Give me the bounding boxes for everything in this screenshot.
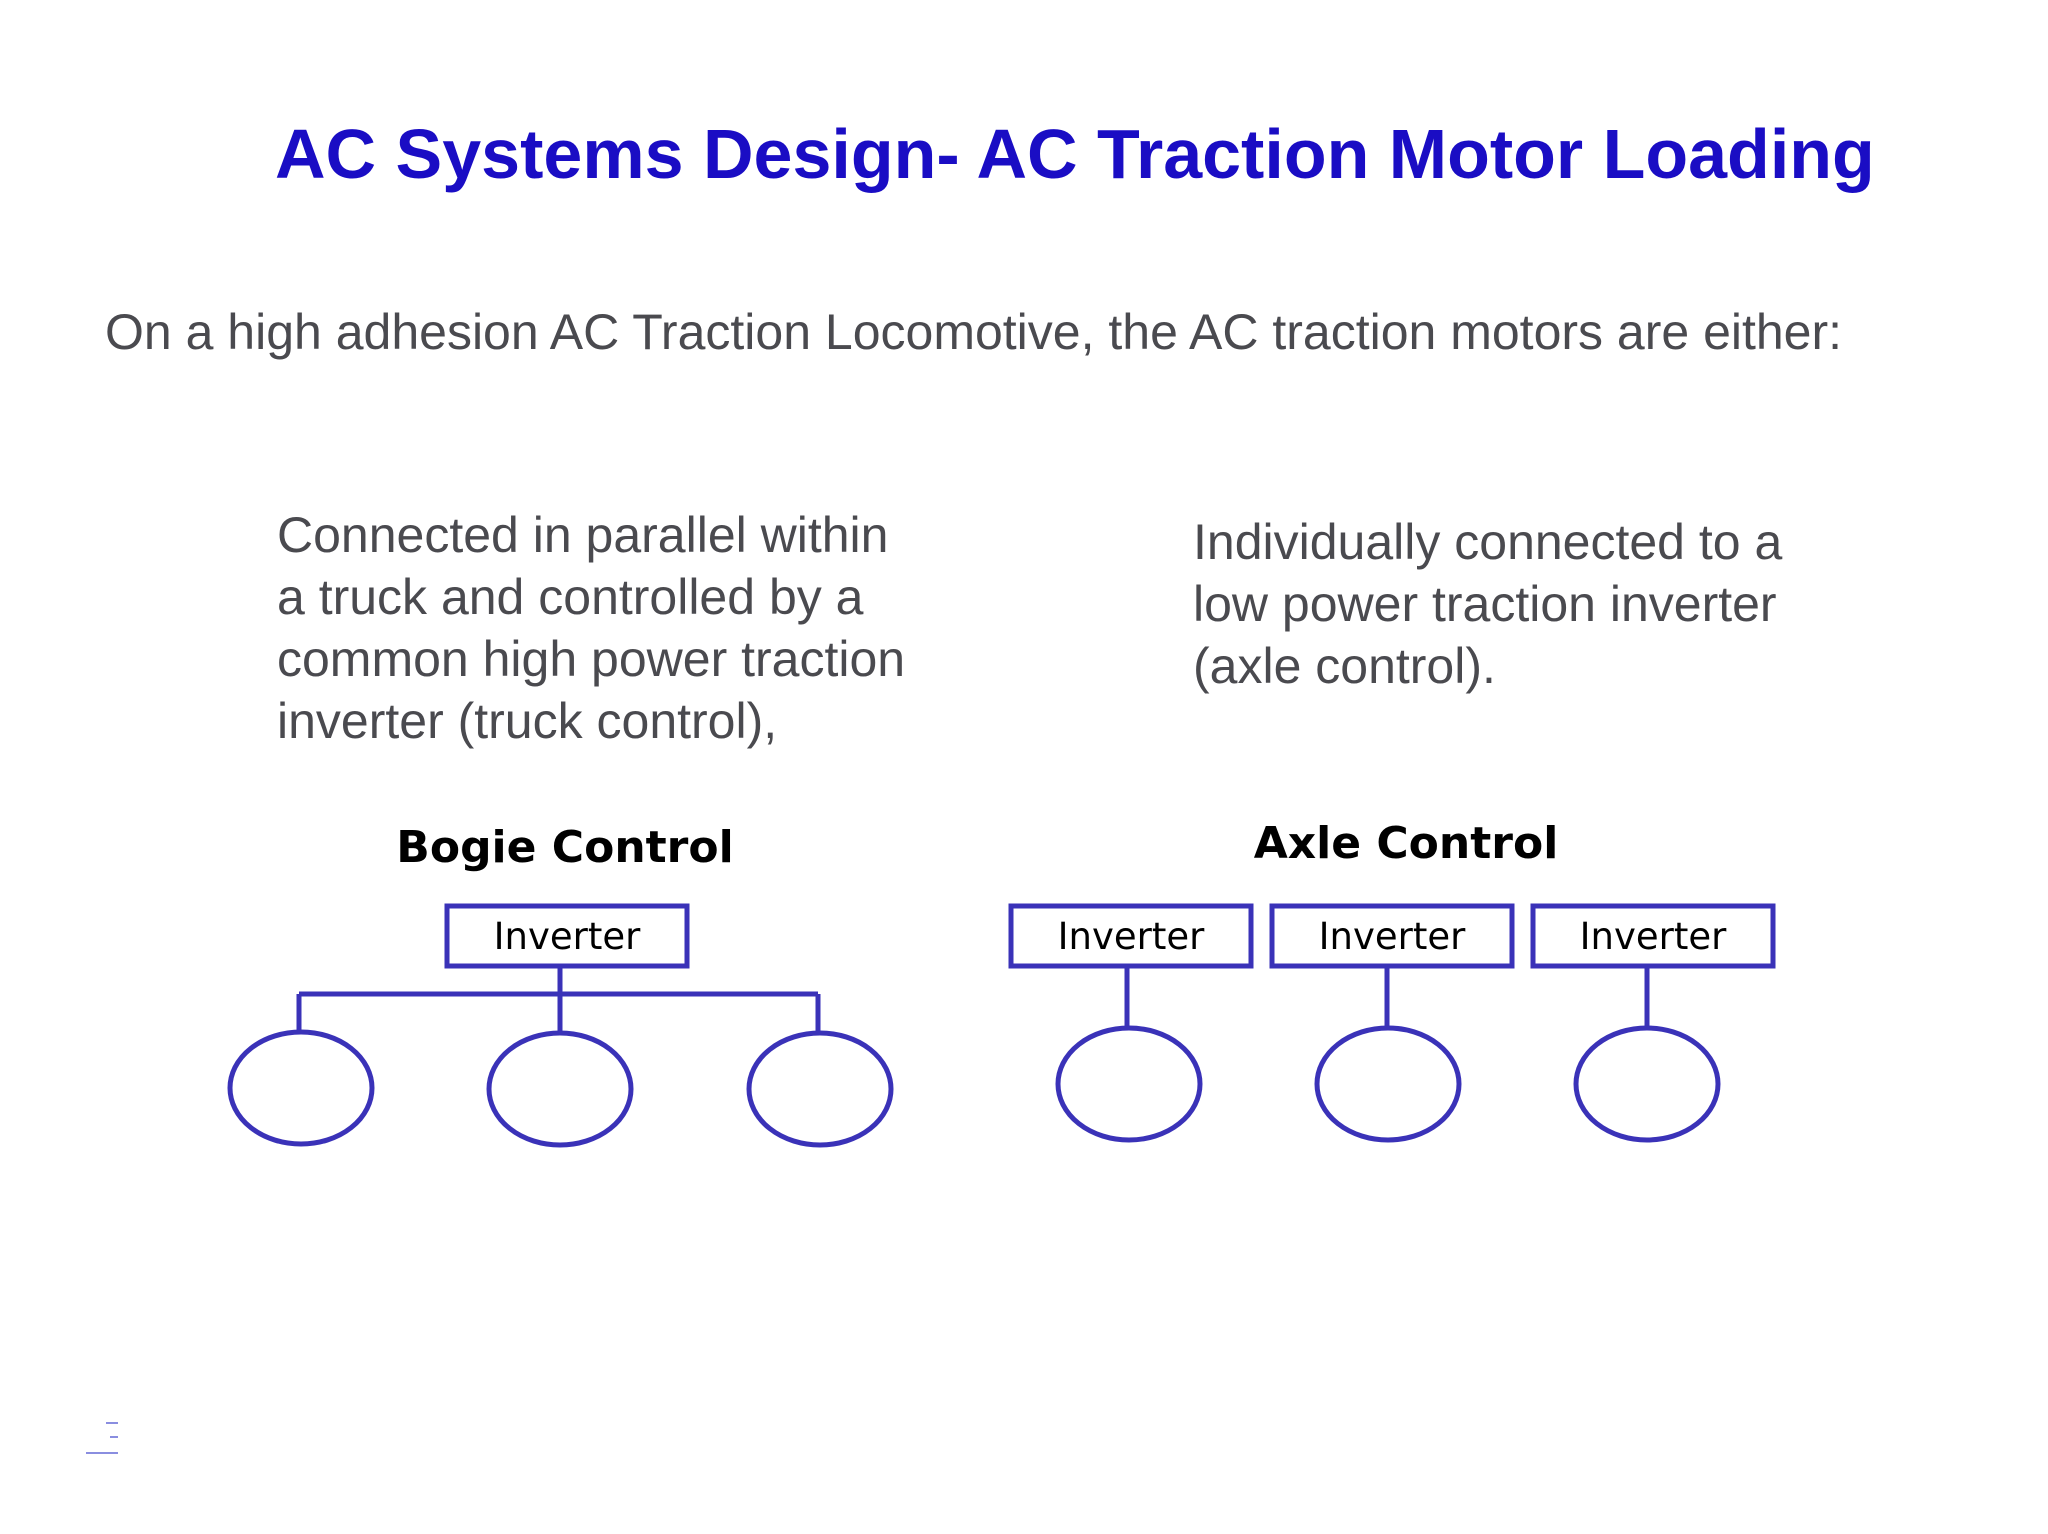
slide-footer-mark <box>86 1420 118 1456</box>
axle-motor-2 <box>1314 1025 1462 1143</box>
axle-inverter-label-1: Inverter <box>1058 915 1206 958</box>
footer-mark-bar <box>110 1436 118 1438</box>
slide-title: AC Systems Design- AC Traction Motor Loa… <box>275 115 1875 193</box>
bogie-control-heading: Bogie Control <box>396 822 733 873</box>
axle-inverter-box-1 <box>1008 903 1254 969</box>
axle-inverter-box-2 <box>1269 903 1515 969</box>
option-axle-control: Individually connected to a low power tr… <box>1193 511 1782 697</box>
footer-mark-bar <box>106 1422 118 1424</box>
axle-control-heading: Axle Control <box>1254 818 1559 869</box>
bogie-inverter-box <box>444 903 690 969</box>
option-truck-control: Connected in parallel within a truck and… <box>277 504 905 752</box>
bogie-motor-1 <box>227 1029 375 1147</box>
footer-mark-bar <box>86 1452 118 1454</box>
option-truck-control-line: inverter (truck control), <box>277 693 778 749</box>
bogie-inverter-label: Inverter <box>494 915 642 958</box>
option-axle-control-line: (axle control). <box>1193 638 1496 694</box>
option-axle-control-line: low power traction inverter <box>1193 576 1777 632</box>
option-axle-control-line: Individually connected to a <box>1193 514 1783 570</box>
bogie-motor-3 <box>746 1030 894 1148</box>
axle-inverter-box-3 <box>1530 903 1776 969</box>
option-truck-control-line: Connected in parallel within <box>277 507 889 563</box>
option-truck-control-line: a truck and controlled by a <box>277 569 864 625</box>
axle-motor-1 <box>1055 1025 1203 1143</box>
axle-control-diagram: Axle Control Inverter Inverter Inverter <box>1008 818 1776 1143</box>
axle-inverter-label-3: Inverter <box>1580 915 1728 958</box>
intro-text: On a high adhesion AC Traction Locomotiv… <box>105 304 1843 360</box>
option-truck-control-line: common high power traction <box>277 631 906 687</box>
axle-inverter-label-2: Inverter <box>1319 915 1467 958</box>
bogie-motor-2 <box>486 1030 634 1148</box>
bogie-control-diagram: Bogie Control Inverter <box>227 822 894 1148</box>
axle-motor-3 <box>1573 1025 1721 1143</box>
